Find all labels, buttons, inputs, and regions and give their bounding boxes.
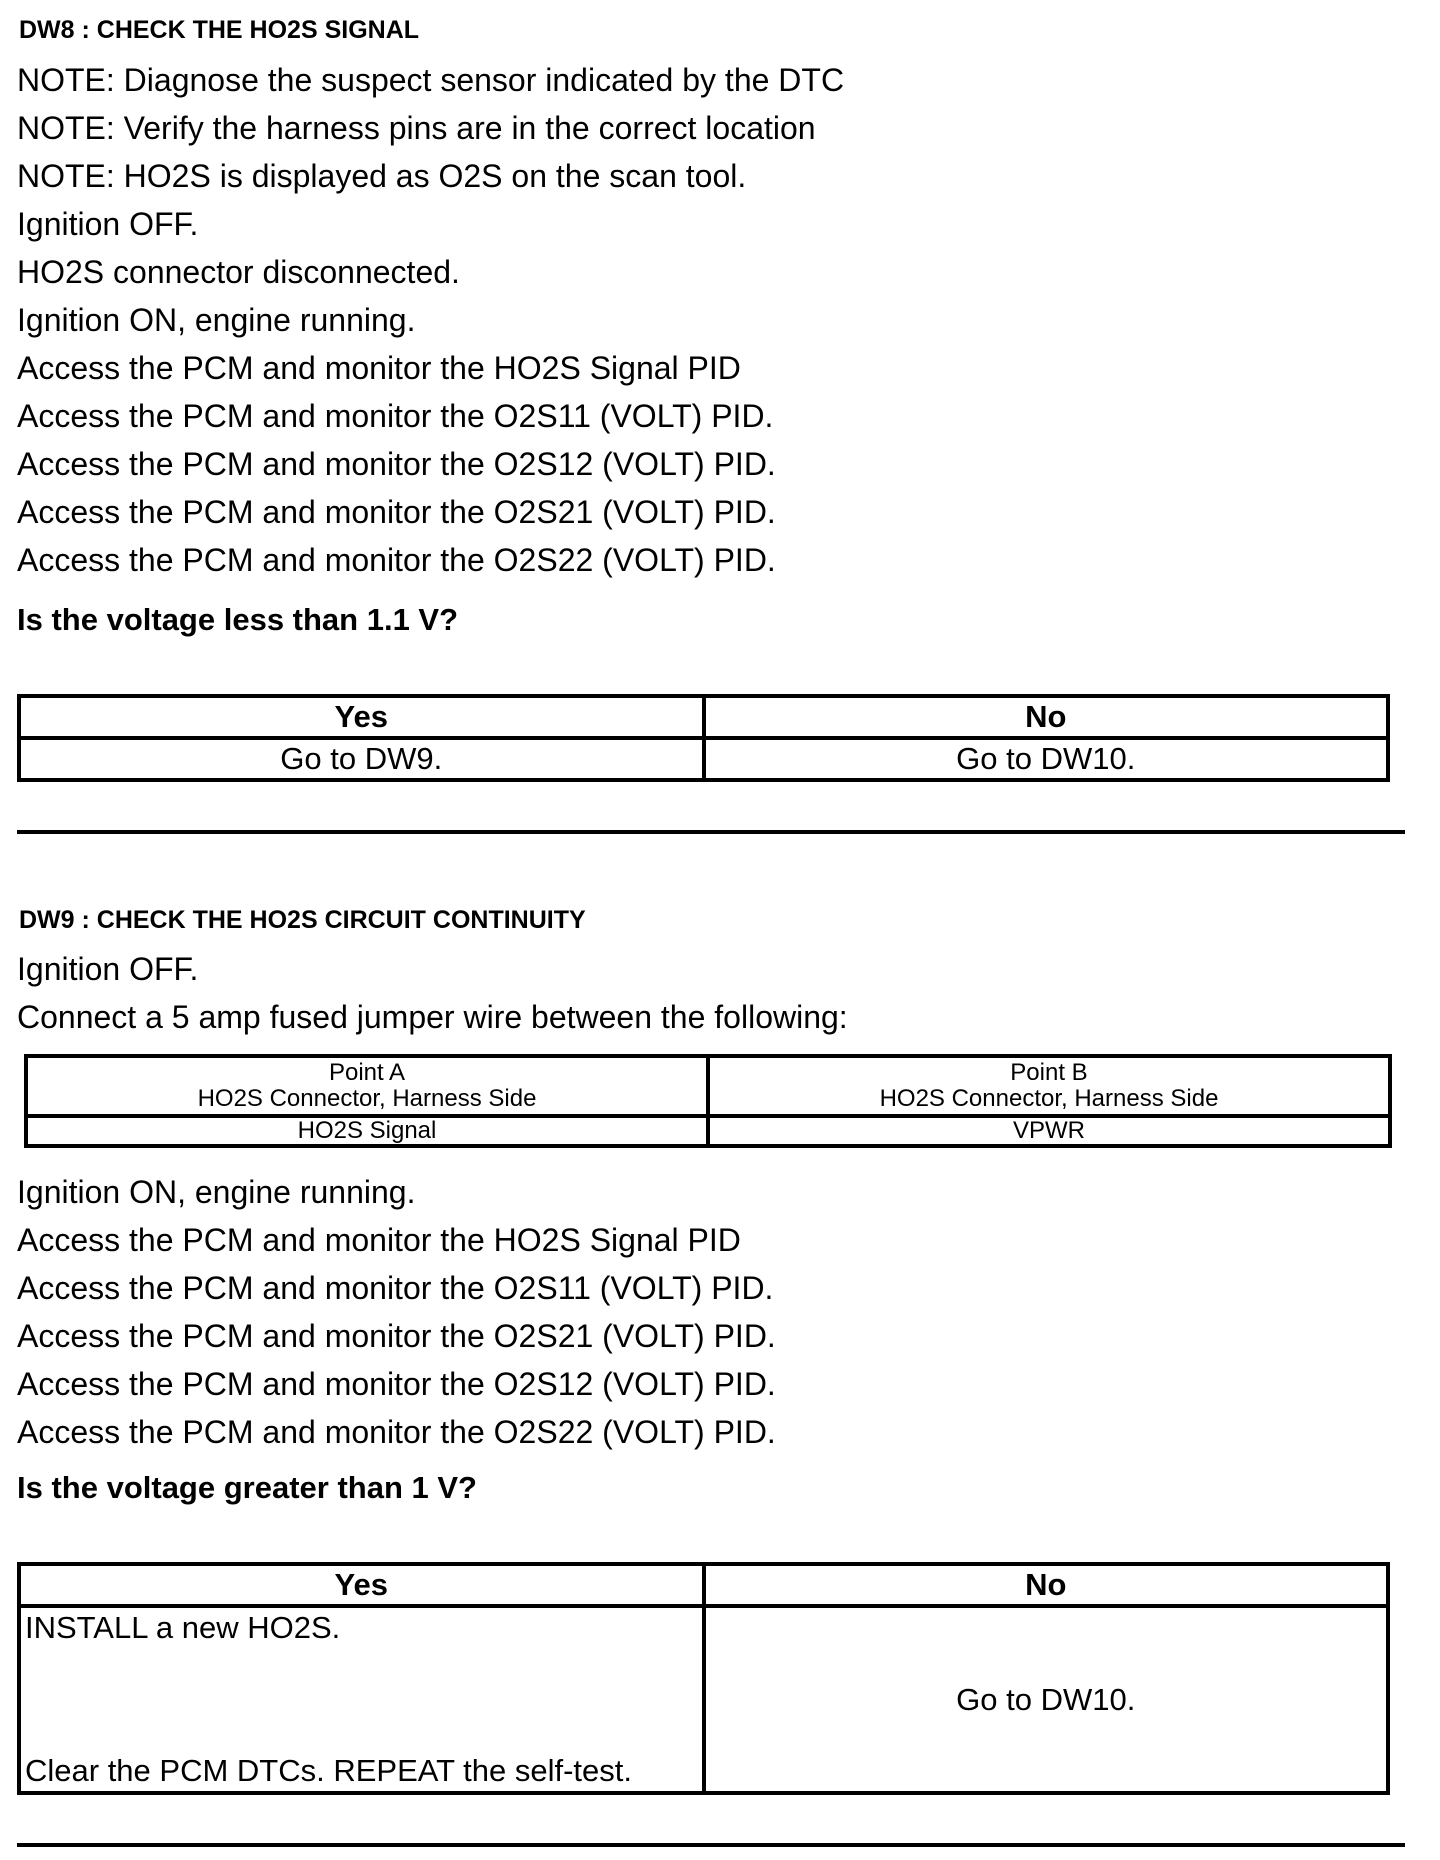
dw9-line-5: Access the PCM and monitor the O2S11 (VO… (17, 1270, 774, 1306)
dw9-question: Is the voltage greater than 1 V? (17, 1470, 477, 1505)
dw8-line-5: HO2S connector disconnected. (17, 254, 460, 290)
dw9-no-value: Go to DW10. (701, 1604, 1390, 1795)
point-b-header: Point B HO2S Connector, Harness Side (706, 1054, 1392, 1118)
point-a-subtitle: HO2S Connector, Harness Side (197, 1085, 537, 1112)
dw9-line-2: Connect a 5 amp fused jumper wire betwee… (17, 999, 848, 1035)
dw8-question: Is the voltage less than 1.1 V? (17, 602, 459, 637)
dw8-no-header: No (701, 694, 1390, 740)
dw8-heading: DW8 : CHECK THE HO2S SIGNAL (19, 16, 420, 44)
section-divider (17, 830, 1405, 834)
dw8-line-6: Ignition ON, engine running. (17, 302, 416, 338)
point-a-value: HO2S Signal (24, 1114, 710, 1148)
dw9-no-header: No (701, 1562, 1390, 1608)
dw9-result-table: Yes No INSTALL a new HO2S. Clear the PCM… (17, 1562, 1390, 1795)
dw8-line-11: Access the PCM and monitor the O2S22 (VO… (17, 542, 776, 578)
dw9-line-6: Access the PCM and monitor the O2S21 (VO… (17, 1318, 776, 1354)
dw8-line-2: NOTE: Verify the harness pins are in the… (17, 110, 816, 146)
dw9-yes-line-1: INSTALL a new HO2S. (25, 1610, 341, 1645)
dw9-yes-header: Yes (17, 1562, 706, 1608)
dw8-no-value: Go to DW10. (701, 736, 1390, 782)
dw8-line-9: Access the PCM and monitor the O2S12 (VO… (17, 446, 776, 482)
dw9-line-8: Access the PCM and monitor the O2S22 (VO… (17, 1414, 776, 1450)
dw8-yes-value: Go to DW9. (17, 736, 706, 782)
section-divider-bottom (17, 1843, 1405, 1847)
dw9-line-4: Access the PCM and monitor the HO2S Sign… (17, 1222, 741, 1258)
dw8-line-10: Access the PCM and monitor the O2S21 (VO… (17, 494, 776, 530)
point-b-value: VPWR (706, 1114, 1392, 1148)
dw8-line-3: NOTE: HO2S is displayed as O2S on the sc… (17, 158, 747, 194)
point-a-title: Point A (328, 1059, 406, 1086)
point-b-subtitle: HO2S Connector, Harness Side (879, 1085, 1219, 1112)
dw9-heading: DW9 : CHECK THE HO2S CIRCUIT CONTINUITY (19, 906, 586, 934)
point-a-header: Point A HO2S Connector, Harness Side (24, 1054, 710, 1118)
dw9-line-7: Access the PCM and monitor the O2S12 (VO… (17, 1366, 776, 1402)
dw8-result-table: Yes No Go to DW9. Go to DW10. (17, 694, 1390, 782)
dw8-yes-header: Yes (17, 694, 706, 740)
point-b-title: Point B (1010, 1059, 1088, 1086)
dw8-line-8: Access the PCM and monitor the O2S11 (VO… (17, 398, 774, 434)
dw8-line-7: Access the PCM and monitor the HO2S Sign… (17, 350, 741, 386)
dw9-yes-cell: INSTALL a new HO2S. Clear the PCM DTCs. … (17, 1604, 706, 1795)
dw9-line-3: Ignition ON, engine running. (17, 1174, 416, 1210)
dw9-line-1: Ignition OFF. (17, 951, 199, 987)
dw9-points-table: Point A HO2S Connector, Harness Side Poi… (24, 1054, 1392, 1148)
dw9-yes-line-2: Clear the PCM DTCs. REPEAT the self-test… (25, 1753, 632, 1788)
dw8-line-1: NOTE: Diagnose the suspect sensor indica… (17, 62, 845, 98)
dw8-line-4: Ignition OFF. (17, 206, 199, 242)
